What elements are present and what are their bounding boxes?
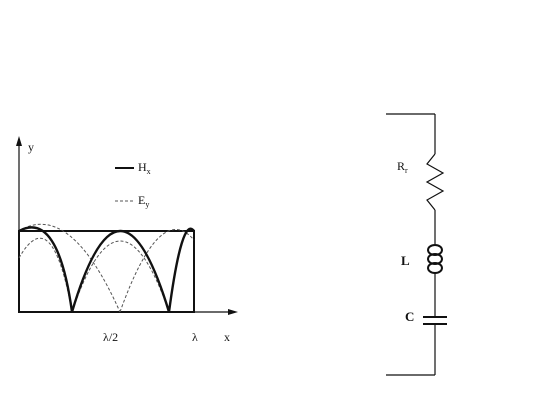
- legend: Hx Ey: [115, 160, 151, 209]
- y-axis-arrow: [16, 136, 22, 146]
- x-axis-arrow: [228, 309, 238, 315]
- capacitor-label: C: [405, 309, 414, 324]
- h-field-curve-3: [167, 227, 195, 313]
- e-field-curve-2: [18, 223, 121, 313]
- resistor: [425, 153, 445, 211]
- rlc-circuit: [386, 113, 447, 376]
- plot-frame: [18, 230, 195, 313]
- h-field-curve-2: [70, 230, 171, 313]
- field-plot: y x Hx Ey λ/2 λ: [16, 136, 238, 344]
- inductor-label: L: [401, 253, 410, 268]
- resistor-label: Rr: [397, 159, 408, 175]
- tick-label-half-lambda: λ/2: [103, 330, 118, 344]
- e-field-curve-3: [71, 240, 170, 313]
- y-axis-label: y: [28, 140, 34, 154]
- legend-e-label: Ey: [138, 193, 149, 209]
- x-axis-label: x: [224, 330, 230, 344]
- legend-h-label: Hx: [138, 160, 151, 176]
- inductor: [427, 244, 443, 274]
- tick-label-lambda: λ: [192, 330, 198, 344]
- e-field-curve-4: [119, 229, 195, 313]
- h-field-curve-1: [18, 226, 74, 313]
